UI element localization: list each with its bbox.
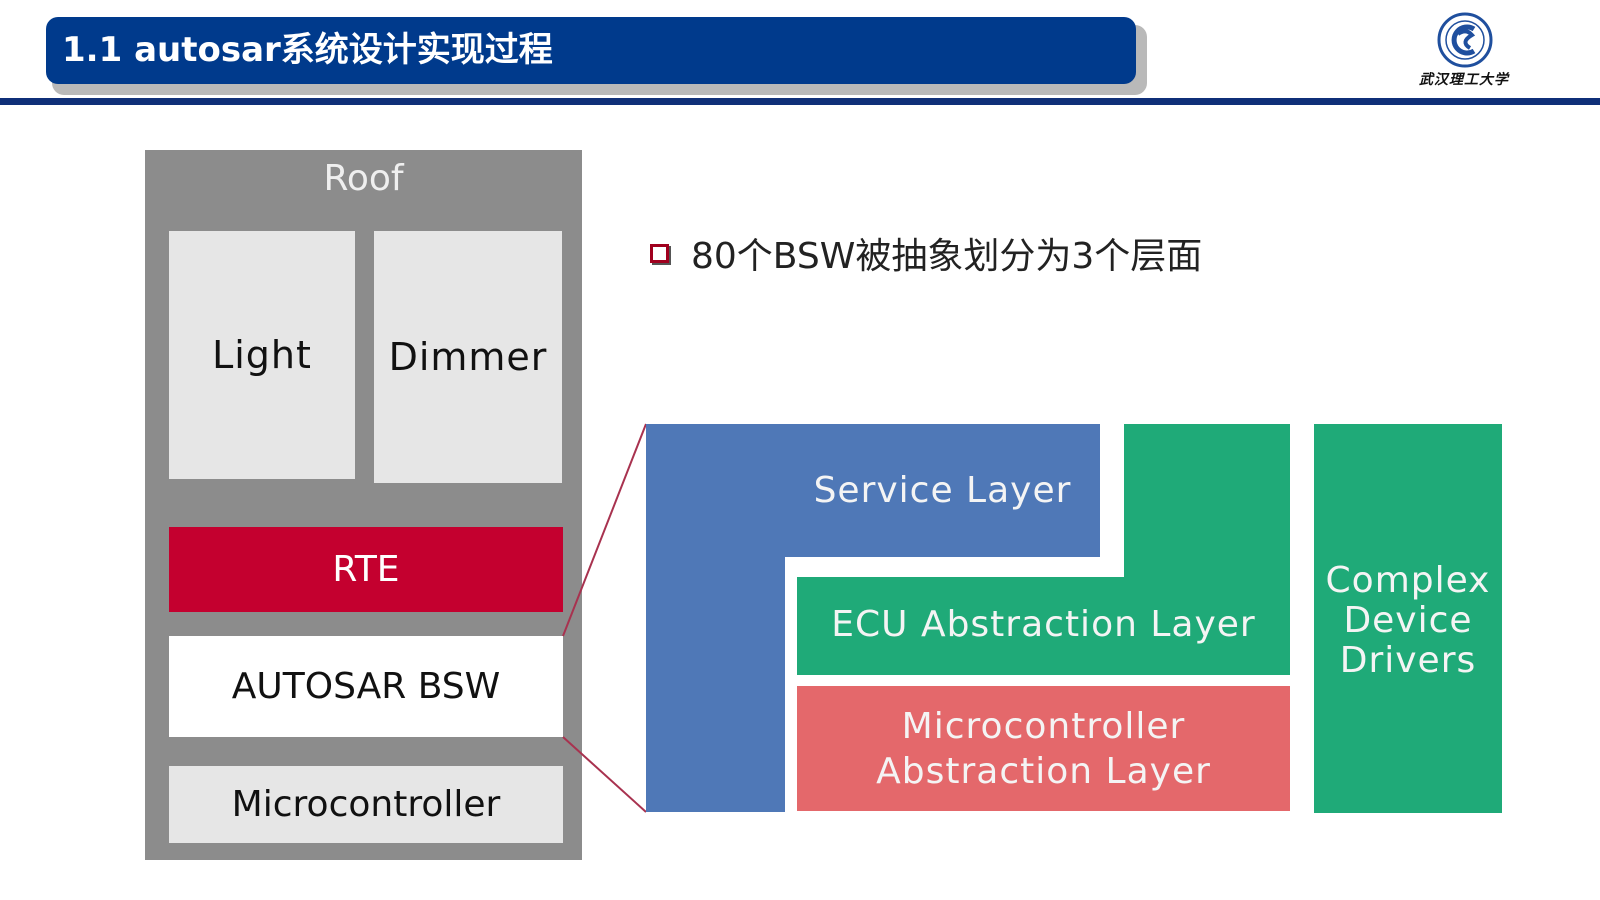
zoom-connector-bottom [562, 736, 647, 813]
swc-light-label: Light [212, 333, 312, 377]
cdd-label-line2: Device [1343, 600, 1473, 641]
rte-layer: RTE [169, 527, 563, 612]
service-layer-shape [646, 424, 1100, 812]
service-layer-label: Service Layer [813, 470, 1072, 511]
mcal-label-line1: Microcontroller [901, 706, 1186, 747]
swc-light: Light [169, 231, 355, 479]
university-logo-icon [1437, 12, 1493, 68]
ecu-abstraction-shape [797, 424, 1290, 675]
microcontroller-layer: Microcontroller [169, 766, 563, 843]
slide-title: 1.1 autosar系统设计实现过程 [46, 17, 1136, 84]
microcontroller-label: Microcontroller [231, 784, 501, 825]
university-name: 武汉理工大学 [1419, 72, 1509, 88]
bullet-item: 80个BSW被抽象划分为3个层面 [650, 228, 1202, 278]
cdd-label-line3: Drivers [1339, 640, 1477, 681]
swc-dimmer-label: Dimmer [388, 335, 548, 379]
bsw-label: AUTOSAR BSW [231, 666, 501, 707]
bullet-text: 80个BSW被抽象划分为3个层面 [691, 236, 1203, 277]
cdd-label-line1: Complex [1325, 560, 1491, 601]
bsw-layer: AUTOSAR BSW [169, 636, 563, 737]
roof-label: Roof [323, 158, 404, 199]
ecu-layer-label: ECU Abstraction Layer [831, 604, 1256, 645]
bullet-square-icon [650, 243, 669, 263]
zoom-connector-top [562, 423, 647, 637]
mcal-shape [797, 686, 1290, 811]
rte-label: RTE [332, 549, 400, 590]
mcal-label-line2: Abstraction Layer [876, 751, 1211, 792]
swc-dimmer: Dimmer [374, 231, 562, 483]
cdd-shape [1314, 424, 1502, 813]
header-rule [0, 98, 1600, 105]
